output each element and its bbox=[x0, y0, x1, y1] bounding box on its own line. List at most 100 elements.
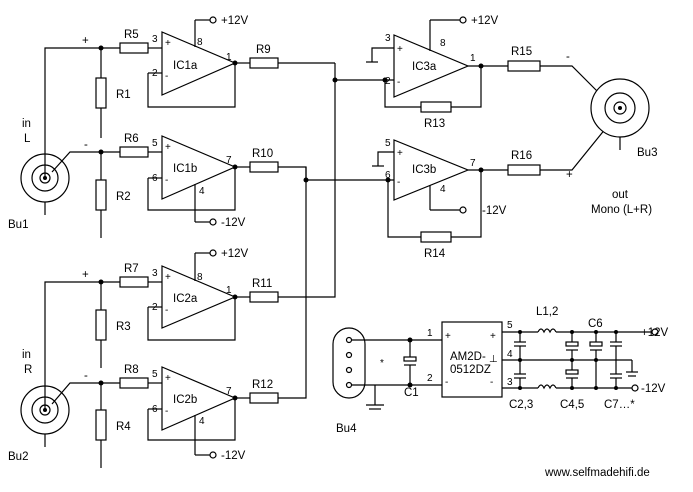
label-l12: L1,2 bbox=[536, 306, 558, 318]
opamp-ic2b bbox=[161, 366, 237, 431]
resistor-r16 bbox=[507, 164, 541, 176]
pin-ic3a-2: 2 bbox=[385, 76, 391, 87]
opamp-ic2a bbox=[161, 265, 237, 329]
supply-ic3a-pos: +12V bbox=[471, 15, 499, 27]
label-r16: R16 bbox=[511, 150, 532, 162]
label-bu4: Bu4 bbox=[336, 423, 357, 435]
sign-ic1a-plus: + bbox=[165, 38, 171, 49]
label-r6: R6 bbox=[124, 133, 139, 145]
label-c6: C6 bbox=[588, 318, 603, 330]
sign-conv-out-plus: + bbox=[490, 331, 496, 342]
pin-ic3b-4: 4 bbox=[440, 184, 446, 195]
label-c7: C7…* bbox=[604, 399, 635, 411]
label-l: L bbox=[24, 133, 31, 145]
pin-ic2b-5: 5 bbox=[152, 369, 158, 380]
pin-ic1a-8: 8 bbox=[197, 37, 203, 48]
label-0512dz: 0512DZ bbox=[450, 364, 491, 376]
resistor-r2 bbox=[95, 179, 107, 211]
supply-ic2a-pos: +12V bbox=[221, 248, 249, 260]
opamp-ic1b bbox=[161, 135, 237, 200]
sign-ic3b-minus: - bbox=[397, 177, 400, 188]
opamp-ic3b bbox=[393, 139, 470, 201]
label-out: out bbox=[612, 189, 629, 201]
resistor-r9 bbox=[249, 57, 279, 69]
opamp-ic3a bbox=[393, 34, 470, 98]
sign-ic2a-plus: + bbox=[165, 272, 171, 283]
pin-ic1b-5: 5 bbox=[152, 138, 158, 149]
label-r3: R3 bbox=[116, 321, 131, 333]
sign-ic2b-plus: + bbox=[165, 373, 171, 384]
sign-ic3b-plus: + bbox=[397, 148, 403, 159]
capacitor-c1 bbox=[403, 356, 417, 362]
label-ic3b: IC3b bbox=[412, 164, 436, 176]
pin-conv-1: 1 bbox=[427, 328, 433, 339]
sign-ic1a-minus: - bbox=[165, 71, 168, 82]
sign-ic1b-minus: - bbox=[165, 175, 168, 186]
pin-conv-3: 3 bbox=[507, 377, 513, 388]
sign-ic2b-minus: - bbox=[165, 406, 168, 417]
jack-bu3 bbox=[590, 78, 650, 150]
pin-ic2a-3: 3 bbox=[152, 268, 158, 279]
dc-converter bbox=[441, 321, 503, 398]
label-r2: R2 bbox=[116, 191, 131, 203]
sign-r-plus: + bbox=[82, 269, 89, 281]
sign-ic3a-plus: + bbox=[397, 44, 403, 55]
label-am2d: AM2D- bbox=[450, 351, 486, 363]
supply-ic1a-pos: +12V bbox=[221, 15, 249, 27]
label-in-l: in bbox=[22, 118, 31, 130]
sign-out-plus: + bbox=[566, 169, 573, 181]
resistor-r6 bbox=[119, 146, 149, 158]
label-ic2a: IC2a bbox=[173, 293, 198, 305]
sign-out-minus: - bbox=[566, 51, 570, 63]
pin-ic1b-4: 4 bbox=[199, 186, 205, 197]
label-ic1a: IC1a bbox=[173, 60, 198, 72]
resistor-r10 bbox=[249, 161, 279, 173]
label-bu4-star: * bbox=[380, 358, 384, 369]
label-bu2: Bu2 bbox=[8, 451, 28, 463]
label-r9: R9 bbox=[256, 44, 271, 56]
sign-ic1b-plus: + bbox=[165, 142, 171, 153]
pin-conv-5: 5 bbox=[507, 320, 513, 331]
resistor-r13 bbox=[420, 101, 452, 113]
pin-ic3b-5: 5 bbox=[385, 138, 391, 149]
label-bu3: Bu3 bbox=[637, 147, 657, 159]
supply-out-neg: -12V bbox=[641, 383, 666, 395]
label-ic2b: IC2b bbox=[173, 394, 197, 406]
label-in-r: in bbox=[22, 349, 31, 361]
label-r7: R7 bbox=[124, 263, 139, 275]
pin-ic1b-7: 7 bbox=[226, 155, 232, 166]
resistor-r12 bbox=[249, 392, 279, 404]
label-r11: R11 bbox=[252, 278, 272, 290]
pin-ic1a-2: 2 bbox=[152, 68, 158, 79]
label-r8: R8 bbox=[124, 364, 139, 376]
pin-ic2b-4: 4 bbox=[199, 416, 205, 427]
label-r5: R5 bbox=[124, 29, 139, 41]
resistor-r1 bbox=[95, 77, 107, 109]
label-c45: C4,5 bbox=[560, 399, 584, 411]
label-r: R bbox=[24, 364, 32, 376]
resistor-r4 bbox=[95, 409, 107, 441]
pin-ic3a-8: 8 bbox=[440, 38, 446, 49]
label-ic3a: IC3a bbox=[412, 61, 437, 73]
label-r15: R15 bbox=[511, 46, 532, 58]
pin-ic2b-6: 6 bbox=[152, 404, 158, 415]
label-c1: C1 bbox=[404, 387, 419, 399]
pin-ic2a-8: 8 bbox=[197, 272, 203, 283]
label-r4: R4 bbox=[116, 421, 131, 433]
sign-conv-gnd: ⊥ bbox=[489, 354, 498, 365]
pin-ic1a-3: 3 bbox=[152, 34, 158, 45]
resistor-r15 bbox=[507, 60, 541, 72]
sign-conv-out-minus: - bbox=[490, 377, 493, 388]
label-c23: C2,3 bbox=[509, 399, 533, 411]
sign-ic2a-minus: - bbox=[165, 305, 168, 316]
resistor-r14 bbox=[420, 231, 452, 243]
sign-conv-minus: - bbox=[445, 377, 448, 388]
label-mono: Mono (L+R) bbox=[591, 204, 652, 216]
supply-out-pos: +12V bbox=[641, 327, 669, 339]
sign-l-plus: + bbox=[82, 35, 89, 47]
inductor-l1 bbox=[537, 328, 557, 334]
supply-ic2b-neg: -12V bbox=[221, 450, 246, 462]
label-r12: R12 bbox=[252, 379, 273, 391]
supply-ic3b-neg: -12V bbox=[482, 205, 507, 217]
